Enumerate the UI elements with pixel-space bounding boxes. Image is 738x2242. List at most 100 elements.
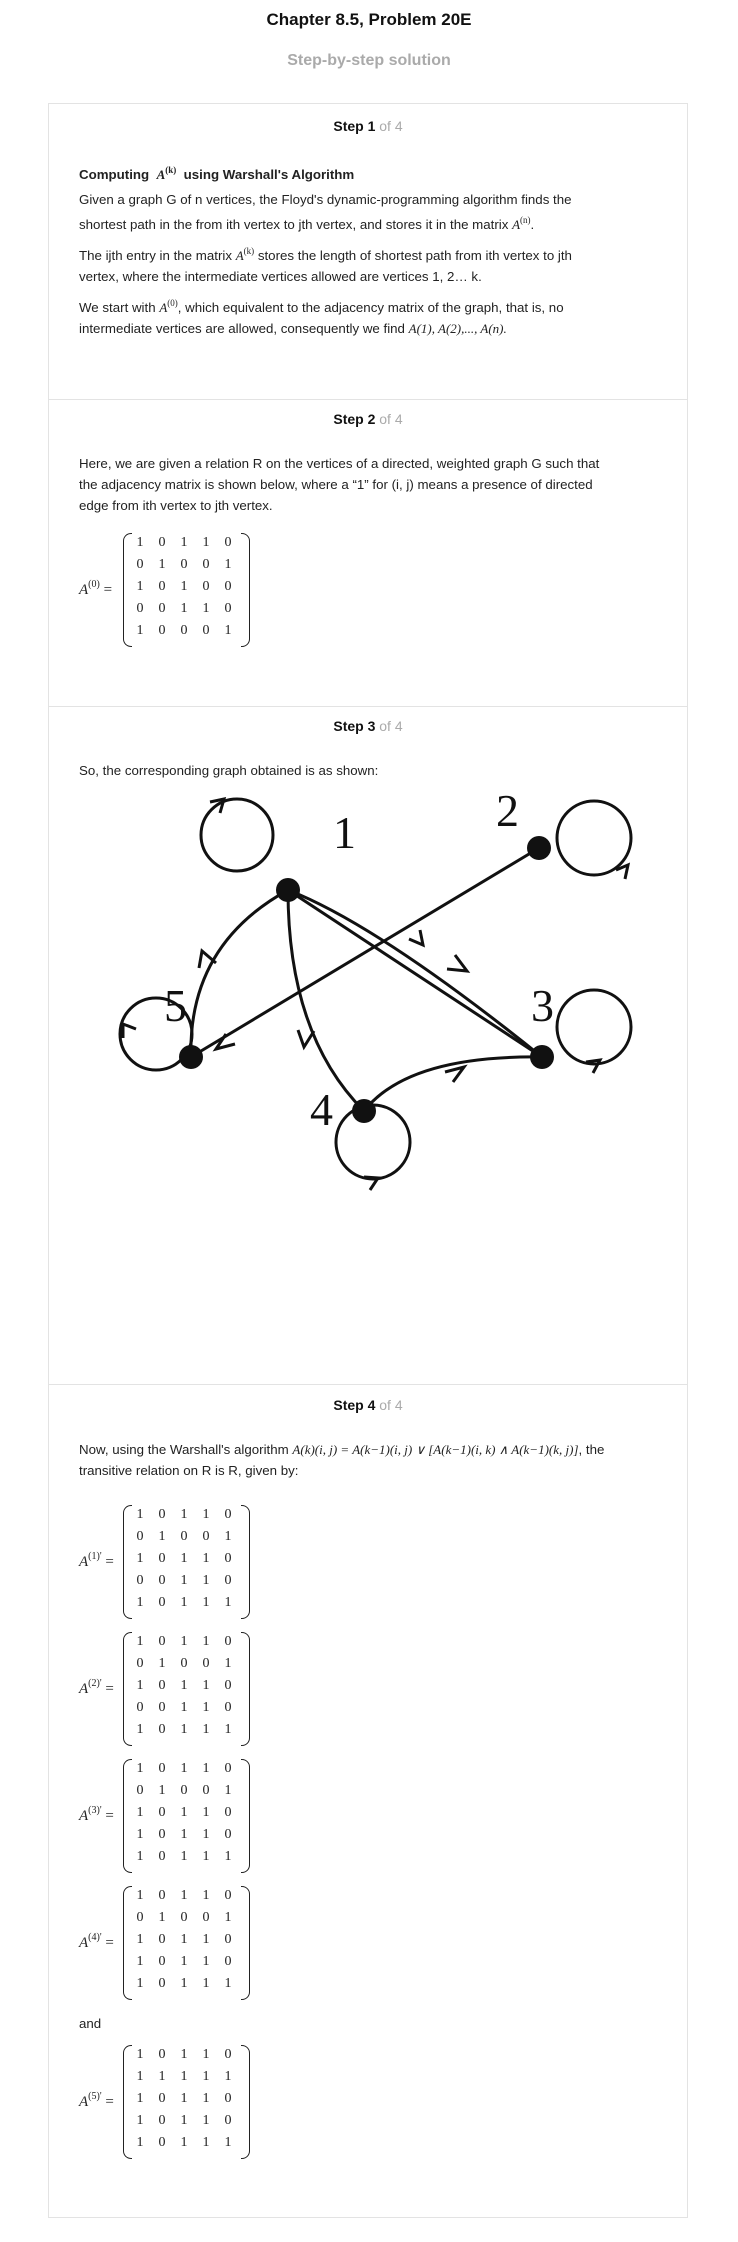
- matrix-cell: 0: [136, 557, 144, 572]
- matrix-label: A(2)' =: [79, 1678, 114, 1697]
- matrix-cell: 1: [202, 1634, 210, 1649]
- matrix-cell: 0: [224, 1551, 232, 1566]
- step-1-paragraph-3: We start with A(0), which equivalent to …: [79, 298, 564, 336]
- matrix-cell: 0: [158, 2091, 166, 2106]
- matrix-left-paren: [123, 1505, 132, 1619]
- matrix-cell: 1: [136, 1954, 144, 1969]
- node-label-5: 5: [164, 980, 187, 1031]
- matrix-cell: 1: [180, 1805, 188, 1820]
- matrix-cell: 1: [180, 2069, 188, 2084]
- matrix-cell: 0: [224, 535, 232, 550]
- step-label: Step 4: [333, 1397, 376, 1413]
- matrix-label: A(1)' =: [79, 1551, 114, 1570]
- matrix-left-paren: [123, 2045, 132, 2159]
- matrix-cell: 0: [136, 1910, 144, 1925]
- matrix-cell: 1: [202, 2135, 210, 2150]
- matrix-cell: 1: [136, 579, 144, 594]
- matrix-cell: 1: [202, 1700, 210, 1715]
- arrowhead: [444, 1064, 468, 1083]
- arrowhead: [209, 797, 227, 814]
- matrix-cell: 1: [202, 2113, 210, 2128]
- node-label-4: 4: [310, 1084, 333, 1135]
- matrix-cell: 1: [136, 2047, 144, 2062]
- matrix-cell: 0: [158, 1722, 166, 1737]
- matrix-label: A(5)' =: [79, 2091, 114, 2110]
- matrix-cell: 1: [202, 1722, 210, 1737]
- matrix-cell: 0: [136, 1783, 144, 1798]
- matrix-cell: 1: [180, 1932, 188, 1947]
- matrix-cell: 1: [180, 1551, 188, 1566]
- matrix-cell: 1: [136, 1678, 144, 1693]
- matrix-cell: 0: [224, 579, 232, 594]
- matrix-left-paren: [123, 1759, 132, 1873]
- matrix-cell: 0: [158, 601, 166, 616]
- arrowhead: [197, 948, 217, 969]
- matrix-cell: 0: [158, 1507, 166, 1522]
- matrix-cell: 1: [136, 1932, 144, 1947]
- matrix-cell: 0: [136, 601, 144, 616]
- matrix-cell: 1: [180, 1761, 188, 1776]
- step-2-header: Step 2 of 4: [49, 411, 687, 427]
- step-1-paragraph-1: Given a graph G of n vertices, the Floyd…: [79, 192, 572, 232]
- matrix-cell: 0: [224, 1932, 232, 1947]
- node-label-2: 2: [496, 785, 519, 836]
- page-title: Chapter 8.5, Problem 20E: [266, 10, 472, 29]
- matrix-cell: 1: [180, 1888, 188, 1903]
- arrowhead: [446, 954, 471, 973]
- graph-node-2: [527, 836, 551, 860]
- matrix-cell: 1: [136, 1761, 144, 1776]
- step-1-header: Step 1 of 4: [49, 118, 687, 134]
- matrix-cell: 1: [224, 1910, 232, 1925]
- matrix-cell: 0: [202, 1910, 210, 1925]
- matrix-cell: 1: [202, 2047, 210, 2062]
- matrix-right-paren: [241, 533, 250, 647]
- matrix-cell: 0: [158, 1551, 166, 1566]
- matrix-cell: 1: [224, 1595, 232, 1610]
- matrix-cell: 0: [202, 1783, 210, 1798]
- matrix-cell: 0: [158, 1932, 166, 1947]
- matrix-cell: 1: [136, 2069, 144, 2084]
- matrix-cell: 1: [202, 1849, 210, 1864]
- matrix-cell: 0: [202, 579, 210, 594]
- matrix-cell: 0: [136, 1573, 144, 1588]
- matrix-cell: 0: [224, 2091, 232, 2106]
- step-2-paragraph: Here, we are given a relation R on the v…: [79, 456, 600, 513]
- matrix-cell: 1: [180, 2091, 188, 2106]
- arrowhead: [212, 1033, 236, 1052]
- arrowhead: [363, 1175, 381, 1191]
- matrix-cell: 1: [224, 1529, 232, 1544]
- step-label: Step 2: [333, 411, 376, 427]
- matrix-cell: 1: [136, 1976, 144, 1991]
- matrix-cell: 1: [202, 1507, 210, 1522]
- matrix-cell: 1: [202, 1551, 210, 1566]
- matrix-cell: 1: [202, 1954, 210, 1969]
- matrix-cell: 1: [224, 2069, 232, 2084]
- matrix-cell: 1: [202, 535, 210, 550]
- edge-3-1: [287, 888, 543, 1059]
- matrix-cell: 1: [180, 1827, 188, 1842]
- matrix-cell: 1: [224, 1656, 232, 1671]
- matrix-cell: 1: [180, 1700, 188, 1715]
- step-4-card: Step 4 of 4 Now, using the Warshall's al…: [48, 1385, 688, 2218]
- matrix-cell: 1: [158, 2069, 166, 2084]
- matrix-cell: 0: [202, 1656, 210, 1671]
- matrix-cell: 0: [158, 1849, 166, 1864]
- matrix-cell: 1: [224, 1849, 232, 1864]
- matrix-cell: 0: [158, 1678, 166, 1693]
- matrix-cell: 0: [180, 1783, 188, 1798]
- matrix-cell: 1: [158, 1656, 166, 1671]
- matrix-cell: 1: [202, 1573, 210, 1588]
- matrix-cell: 1: [136, 1722, 144, 1737]
